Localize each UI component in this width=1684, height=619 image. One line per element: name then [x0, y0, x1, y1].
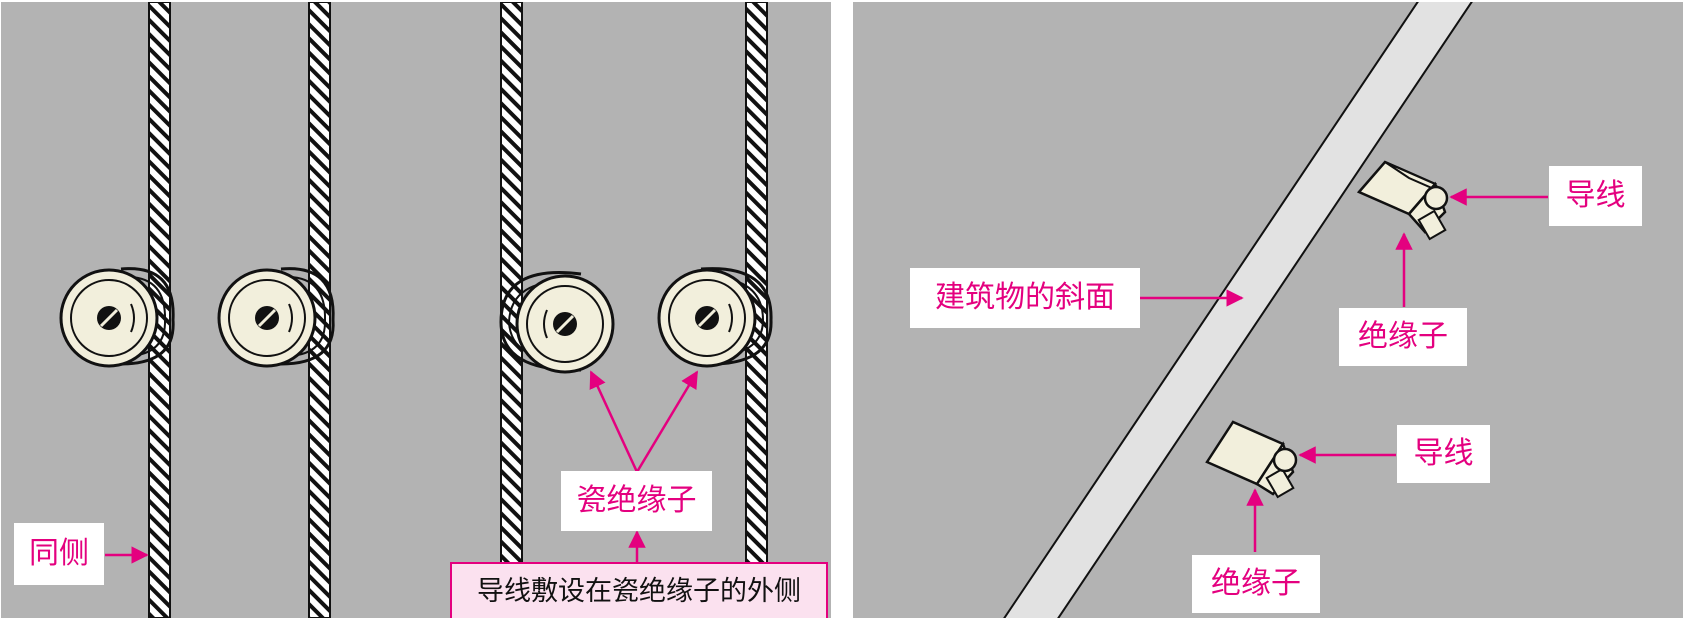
right-diagram-drawing [1003, 2, 1548, 618]
porcelain-insulator-1 [59, 267, 175, 368]
insulator-arrow-left [589, 370, 639, 473]
inclined-surface [1003, 2, 1473, 618]
porcelain-insulator-4 [657, 267, 773, 368]
lower-wire-label: 导线 [1397, 425, 1490, 483]
inclined-surface-label: 建筑物的斜面 [910, 268, 1140, 328]
lower-insulator-label: 绝缘子 [1192, 555, 1320, 613]
left-diagram-panel: 同侧 瓷绝缘子 导线敷设在瓷绝缘子的外侧 [1, 2, 831, 618]
wire-outside-note-label: 导线敷设在瓷绝缘子的外侧 [450, 562, 828, 618]
porcelain-insulator-label: 瓷绝缘子 [561, 471, 712, 531]
upper-insulator-label: 绝缘子 [1339, 308, 1467, 366]
insulator-arrow-right [635, 370, 699, 473]
porcelain-insulator-2 [217, 267, 335, 368]
lower-wire-circle [1272, 447, 1298, 473]
upper-wire-circle [1423, 185, 1449, 211]
same-side-label: 同侧 [14, 523, 104, 585]
left-diagram-drawing [59, 2, 773, 618]
right-diagram-panel: 建筑物的斜面 导线 绝缘子 导线 绝缘子 [853, 2, 1683, 618]
porcelain-insulator-3 [499, 271, 615, 374]
upper-insulator [1356, 160, 1449, 241]
upper-wire-label: 导线 [1549, 166, 1642, 226]
lower-insulator [1205, 420, 1298, 499]
